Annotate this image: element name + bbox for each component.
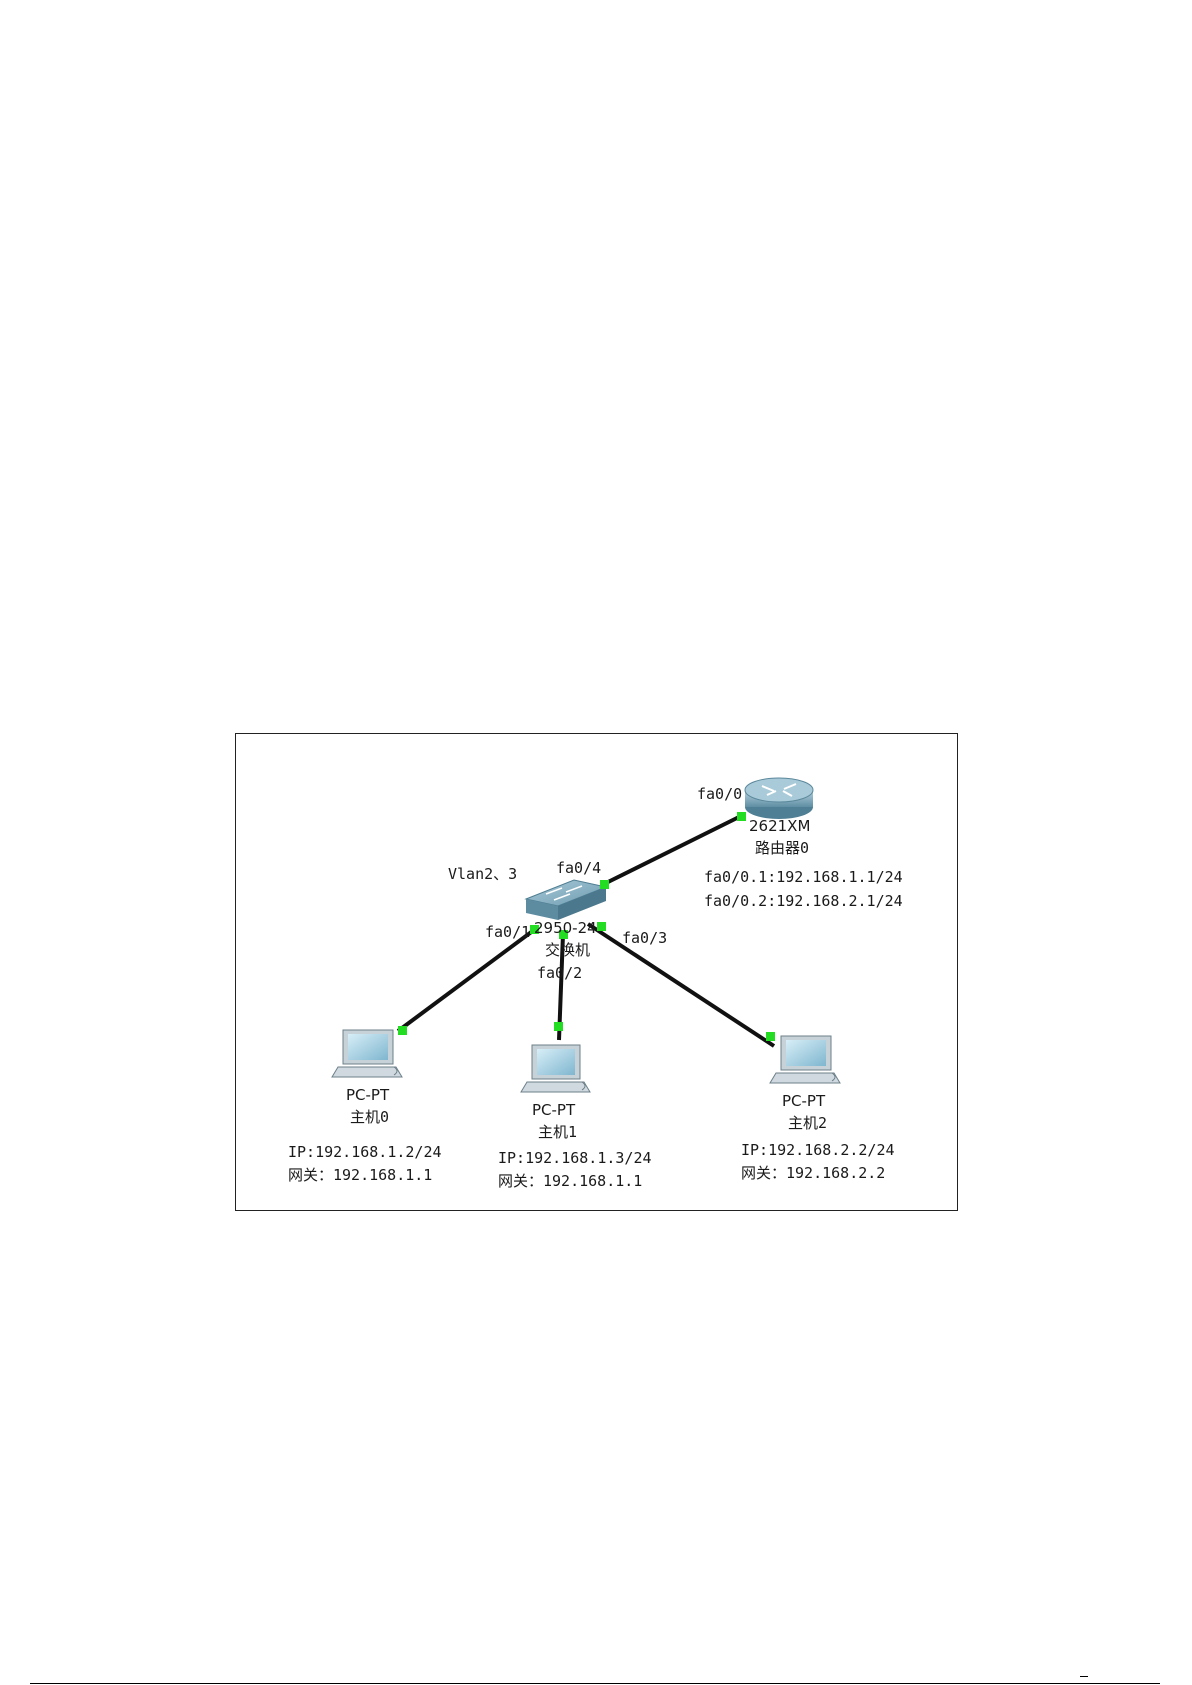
port-light-switch-fa01	[530, 925, 539, 934]
switch-port3-label: fa0/3	[622, 929, 667, 947]
host1-gateway-label: 网关：192.168.1.1	[498, 1172, 642, 1190]
port-light-router-fa00	[737, 812, 746, 821]
port-light-switch-fa02	[559, 930, 568, 939]
router-name-label: 路由器0	[755, 839, 809, 857]
network-topology-diagram: fa0/0 2621XM 路由器0 fa0/0.1:192.168.1.1/24…	[235, 733, 958, 1211]
switch-model-label: 2950-24	[534, 919, 597, 937]
switch-port1-label: fa0/1	[485, 923, 530, 941]
host1-ip-label: IP:192.168.1.3/24	[498, 1149, 652, 1167]
switch-uplink-port-label: fa0/4	[556, 859, 601, 877]
port-light-switch-fa04	[600, 880, 609, 889]
host0-name-label: 主机0	[350, 1108, 389, 1126]
router-icon[interactable]	[744, 777, 814, 819]
switch-vlan-label: Vlan2、3	[448, 865, 517, 883]
switch-name-label: 交换机	[545, 941, 590, 959]
topology-canvas: fa0/0 2621XM 路由器0 fa0/0.1:192.168.1.1/24…	[288, 777, 903, 1190]
link-router-switch	[603, 814, 742, 886]
switch-icon[interactable]	[524, 879, 608, 920]
port-light-host2	[766, 1032, 775, 1041]
router-port-label: fa0/0	[697, 785, 742, 803]
host2-ip-label: IP:192.168.2.2/24	[741, 1141, 895, 1159]
switch-port2-label: fa0/2	[537, 964, 582, 982]
pc-host1-icon[interactable]	[520, 1044, 591, 1093]
port-light-host1	[554, 1022, 563, 1031]
host0-gateway-label: 网关：192.168.1.1	[288, 1166, 432, 1184]
host1-name-label: 主机1	[538, 1123, 577, 1141]
host1-type-label: PC-PT	[532, 1101, 576, 1119]
host2-name-label: 主机2	[788, 1114, 827, 1132]
host2-gateway-label: 网关：192.168.2.2	[741, 1164, 885, 1182]
pc-host2-icon[interactable]	[769, 1035, 841, 1084]
host2-type-label: PC-PT	[782, 1092, 826, 1110]
footer-rule	[30, 1683, 1160, 1684]
port-light-switch-fa03	[597, 922, 606, 931]
port-light-host0	[398, 1026, 407, 1035]
pc-host0-icon[interactable]	[331, 1029, 403, 1078]
link-switch-host2	[586, 922, 776, 1048]
host0-type-label: PC-PT	[346, 1086, 390, 1104]
footer-mark	[1080, 1676, 1088, 1677]
link-switch-host0	[396, 928, 536, 1033]
host0-ip-label: IP:192.168.1.2/24	[288, 1143, 442, 1161]
router-subif2-label: fa0/0.2:192.168.2.1/24	[704, 892, 903, 910]
router-subif1-label: fa0/0.1:192.168.1.1/24	[704, 868, 903, 886]
router-model-label: 2621XM	[749, 817, 810, 835]
